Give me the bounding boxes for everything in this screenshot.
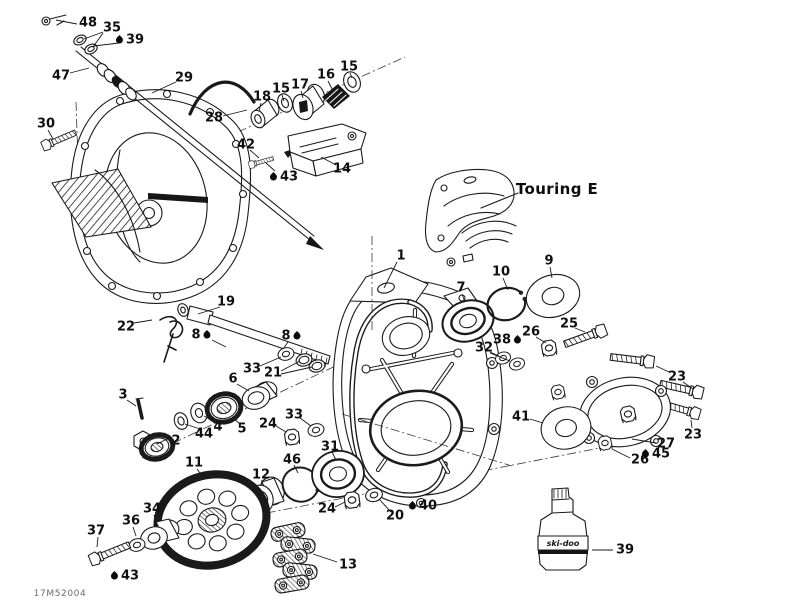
- doc-code: 17M52004: [33, 589, 87, 599]
- callout-26: 26: [521, 324, 541, 340]
- part-touring-bracket: [424, 168, 519, 267]
- callout-48: 48: [78, 15, 98, 31]
- callout-23: 23: [667, 369, 687, 385]
- part-chaincase-cover: [51, 80, 256, 304]
- part-oil-bottle: ski-doo: [537, 487, 589, 571]
- callout-43: 43: [109, 570, 139, 583]
- callout-24: 24: [258, 416, 278, 432]
- callout-46: 46: [282, 452, 302, 468]
- callout-17: 17: [290, 77, 310, 93]
- variant-label: Touring E: [515, 180, 599, 198]
- callout-36: 36: [121, 513, 141, 529]
- callout-37: 37: [86, 523, 106, 539]
- callout-34: 34: [142, 501, 162, 517]
- callout-28: 28: [204, 110, 224, 126]
- callout-40: 40: [407, 500, 437, 513]
- callout-27: 27: [656, 436, 676, 452]
- part-seal-plate-41: [540, 406, 592, 450]
- callout-14: 14: [332, 161, 352, 177]
- callout-41: 41: [511, 409, 531, 425]
- lube-marker-icon: [268, 172, 279, 182]
- callout-25: 25: [559, 316, 579, 332]
- callout-8: 8: [191, 329, 212, 342]
- callout-29: 29: [174, 70, 194, 86]
- callout-2: 2: [171, 433, 181, 449]
- bottle-brand-text: ski-doo: [547, 539, 580, 548]
- callout-3: 3: [118, 387, 128, 403]
- part-adjuster-rod: [159, 303, 331, 368]
- part-drive-chain: [270, 522, 318, 594]
- callout-13: 13: [338, 557, 358, 573]
- part-hub-34: [140, 518, 180, 550]
- callout-31: 31: [320, 439, 340, 455]
- part-tension-rod: [41, 14, 324, 250]
- part-bracket-14: [284, 123, 367, 177]
- callout-33: 33: [242, 361, 262, 377]
- callout-35: 35: [102, 20, 122, 36]
- callout-39: 39: [114, 34, 144, 47]
- callout-1: 1: [396, 248, 406, 264]
- construction-axes-over: [341, 236, 513, 467]
- callout-10: 10: [491, 264, 511, 280]
- callout-47: 47: [51, 68, 71, 84]
- callout-39: 39: [615, 542, 635, 558]
- callout-32: 32: [474, 340, 494, 356]
- callout-44: 44: [194, 426, 214, 442]
- callout-7: 7: [456, 280, 466, 296]
- callout-24: 24: [317, 501, 337, 517]
- callout-leader-lines: [47, 19, 694, 563]
- callout-19: 19: [216, 294, 236, 310]
- callout-15: 15: [339, 59, 359, 75]
- callout-38: 38: [493, 334, 523, 347]
- callout-33: 33: [284, 407, 304, 423]
- callout-23: 23: [683, 427, 703, 443]
- lube-marker-icon: [512, 335, 523, 345]
- callout-43: 43: [268, 171, 298, 184]
- callout-42: 42: [236, 137, 256, 153]
- callout-4: 4: [213, 419, 223, 435]
- part-bushing-set: [250, 71, 361, 129]
- callout-12: 12: [251, 467, 271, 483]
- lube-marker-icon: [109, 571, 120, 581]
- callout-45: 45: [640, 448, 670, 461]
- callout-15: 15: [271, 81, 291, 97]
- callout-26: 26: [630, 452, 650, 468]
- lube-marker-icon: [114, 35, 125, 45]
- callout-9: 9: [544, 253, 554, 269]
- callout-16: 16: [316, 67, 336, 83]
- lube-marker-icon: [202, 330, 212, 340]
- part-bearing-7: [441, 299, 495, 343]
- lube-marker-icon: [292, 331, 302, 341]
- callout-11: 11: [184, 455, 204, 471]
- part-gear-cluster: [133, 381, 278, 462]
- callout-30: 30: [36, 116, 56, 132]
- callout-8: 8: [281, 330, 302, 343]
- part-washer-9: [525, 273, 581, 319]
- part-shims-21: [295, 353, 326, 373]
- callout-5: 5: [237, 421, 247, 437]
- callout-21: 21: [263, 365, 283, 381]
- callout-22: 22: [116, 319, 136, 335]
- callout-20: 20: [385, 508, 405, 524]
- lube-marker-icon: [407, 501, 418, 511]
- callout-18: 18: [252, 89, 272, 105]
- callout-6: 6: [228, 371, 238, 387]
